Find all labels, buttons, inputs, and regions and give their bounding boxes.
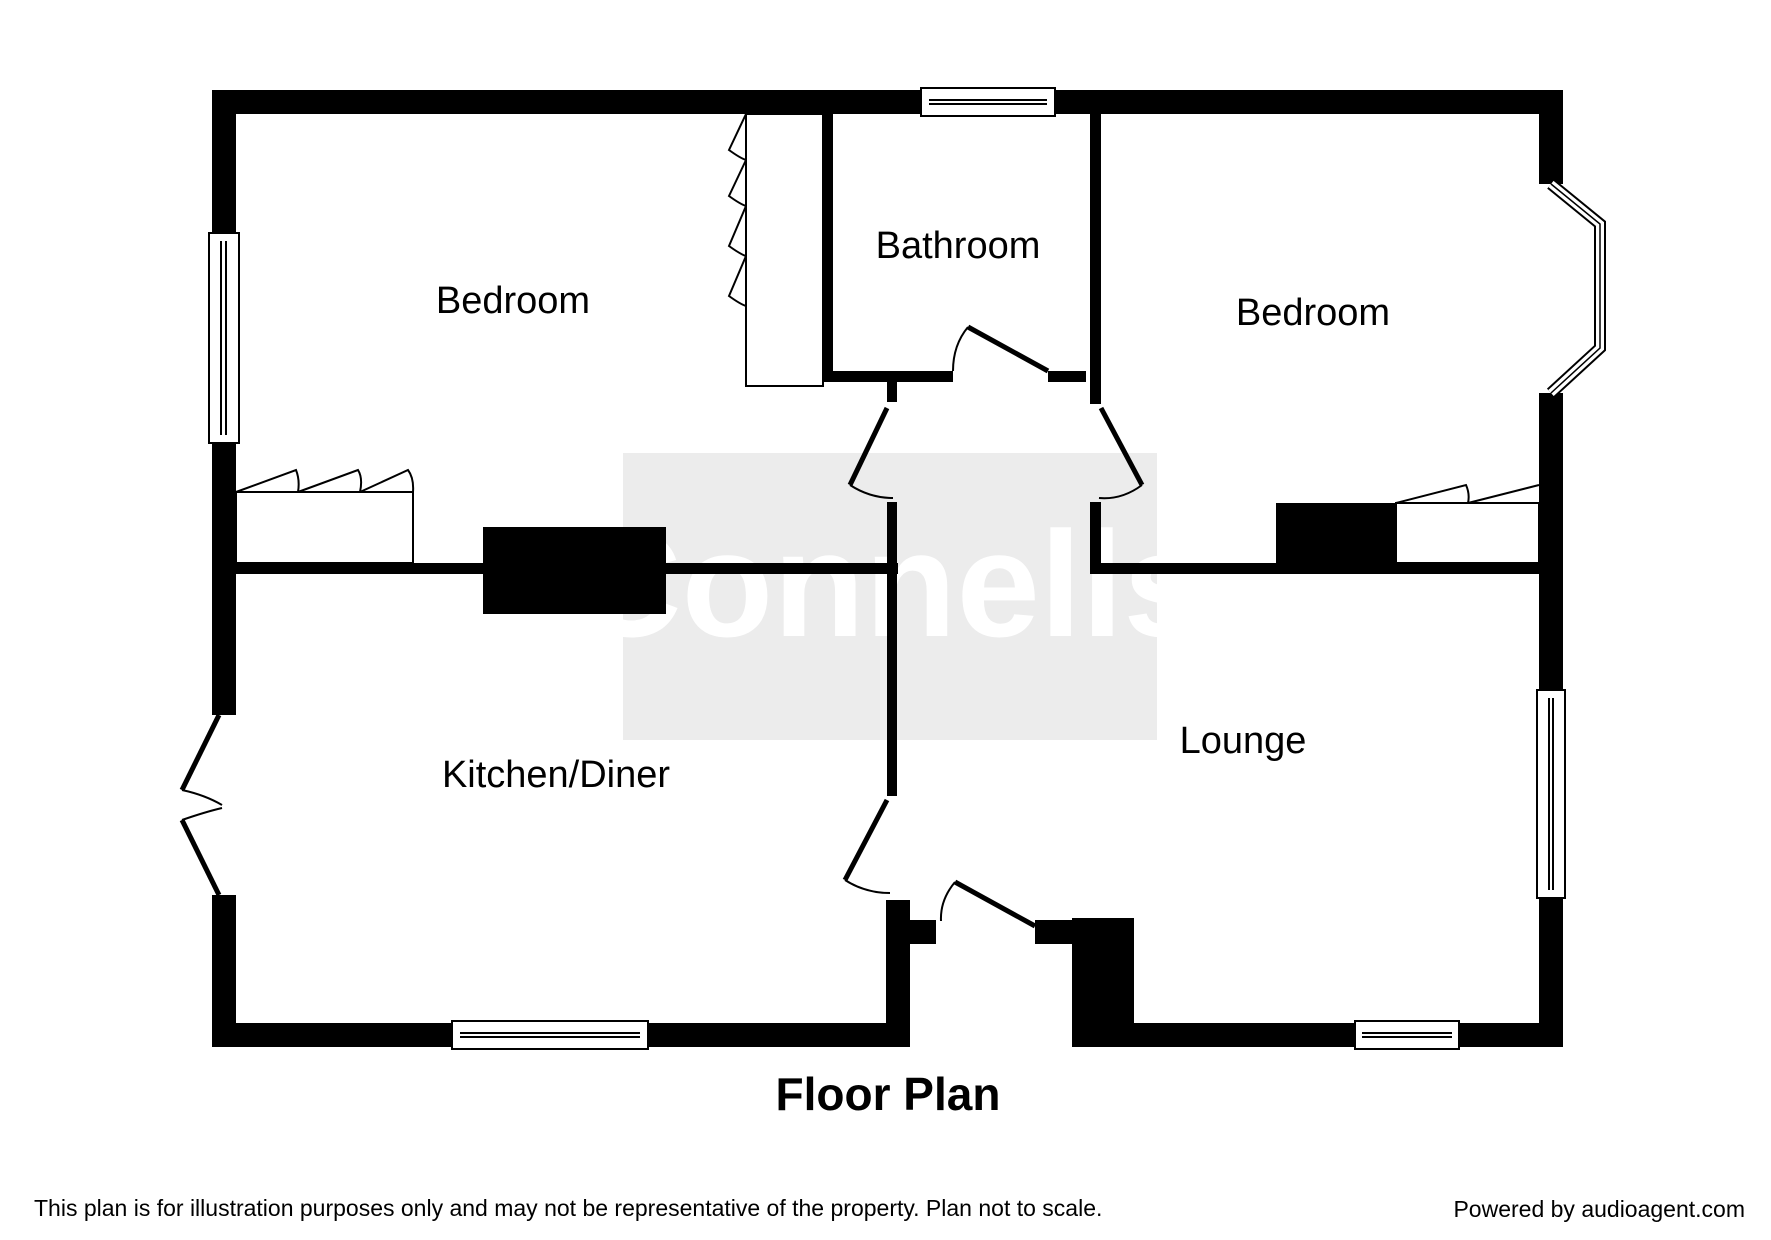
door-bathroom-swing [952, 326, 969, 372]
window-lounge-right [1536, 689, 1566, 899]
door-kitchen [842, 798, 890, 882]
wardrobe-doors-low [235, 468, 415, 493]
room-label-bedroom-left: Bedroom [436, 280, 590, 322]
credit-text: Powered by audioagent.com [1453, 1196, 1745, 1222]
wardrobe-doors-right [1395, 483, 1540, 504]
door-front-swing [939, 881, 956, 922]
window-kitchen [451, 1020, 649, 1050]
wardrobe-bedroom-low [235, 491, 414, 564]
room-label-bedroom-right: Bedroom [1236, 292, 1390, 334]
plan-title: Floor Plan [776, 1068, 1001, 1120]
room-label-bathroom: Bathroom [876, 225, 1041, 267]
door-french-top [179, 713, 222, 792]
window-bedroom-left [208, 232, 240, 444]
door-french-swing [181, 789, 223, 821]
door-bedroom-left [847, 406, 890, 487]
wardrobe-bedroom-right [1395, 502, 1540, 564]
wardrobe-doors-tall [727, 113, 747, 386]
room-label-lounge: Lounge [1180, 720, 1307, 762]
wardrobe-bedroom-tall [745, 113, 824, 387]
door-bedroom-left-swing [849, 484, 894, 499]
door-bathroom [966, 324, 1050, 374]
disclaimer-text: This plan is for illustration purposes o… [34, 1195, 1103, 1221]
door-front [953, 879, 1037, 929]
windows [208, 87, 1606, 1050]
door-french-bottom [179, 818, 222, 897]
window-bay [1546, 179, 1606, 398]
window-lounge-bottom [1354, 1020, 1460, 1050]
doors [179, 324, 1145, 929]
door-kitchen-swing [844, 879, 891, 894]
window-bathroom [920, 87, 1056, 117]
wardrobes [235, 113, 1540, 564]
room-label-kitchen-diner: Kitchen/Diner [442, 754, 670, 796]
walls [212, 90, 1563, 1047]
door-bedroom-right [1098, 406, 1145, 487]
door-bedroom-right-swing [1098, 484, 1143, 500]
